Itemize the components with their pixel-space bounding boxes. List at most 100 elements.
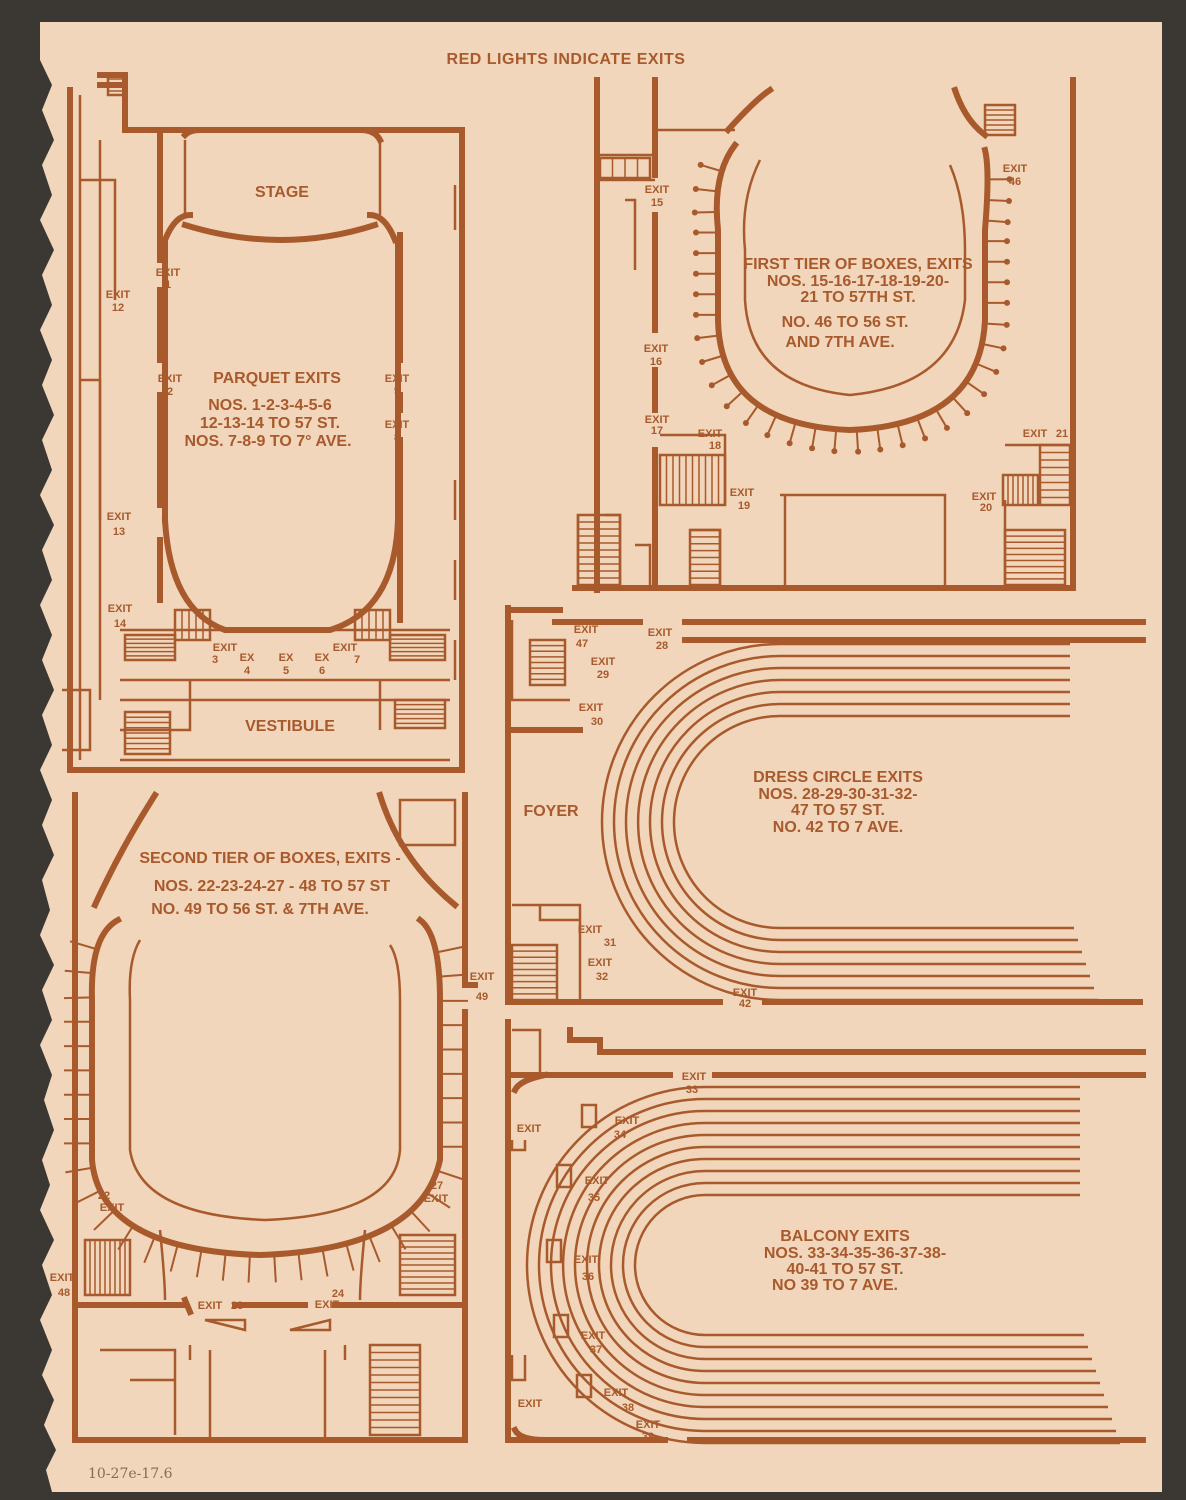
exit-number: 8 <box>394 432 400 444</box>
exit-label: EXIT <box>156 267 181 279</box>
stair-outline <box>510 943 559 1002</box>
seating-row <box>609 1169 1092 1361</box>
seating-row <box>561 1121 1108 1409</box>
box-partition <box>273 1254 277 1283</box>
exit-number: 21 <box>1056 428 1068 440</box>
exit-number: 6 <box>319 665 325 677</box>
exit-label: EXIT <box>315 1299 340 1311</box>
exit-label: EXIT <box>333 642 358 654</box>
exit-label: EXIT <box>470 971 495 983</box>
box-seat-marker <box>693 250 699 257</box>
balcony-line-1: NOS. 33-34-35-36-37-38- <box>764 1245 946 1262</box>
box-partition <box>390 1224 407 1250</box>
exit-label: EXIT <box>581 1330 606 1342</box>
exit-number: 17 <box>651 425 663 437</box>
box-seat-marker <box>694 335 701 342</box>
seating-row <box>585 1145 1100 1385</box>
stair-outline <box>106 73 128 97</box>
box-partition <box>69 940 98 951</box>
box-seat-marker <box>1006 176 1013 183</box>
exit-label: EX <box>315 652 330 664</box>
exit-number: 32 <box>596 971 608 983</box>
exit-number: 39 <box>642 1431 654 1443</box>
dress-circle-line-3: NO. 42 TO 7 AVE. <box>773 819 903 836</box>
seating-row <box>660 702 1078 942</box>
exit-number: 14 <box>114 618 127 630</box>
box-seat-marker <box>723 403 730 410</box>
seating-row <box>612 654 1094 990</box>
first-tier-title: FIRST TIER OF BOXES, EXITS <box>743 256 973 273</box>
balcony-plan: BALCONY EXITS NOS. 33-34-35-36-37-38- 40… <box>505 1019 1146 1445</box>
exit-number: 7 <box>354 654 360 666</box>
box-seat-marker <box>1004 219 1011 226</box>
seating-row <box>549 1109 1112 1421</box>
parquet-line-3: NOS. 7-8-9 TO 7° AVE. <box>184 433 351 450</box>
box-partition <box>345 1243 355 1271</box>
box-seat-marker <box>697 161 704 168</box>
exit-number: 46 <box>1009 176 1021 188</box>
exit-label: EXIT <box>518 1398 543 1410</box>
box-partition <box>833 429 838 452</box>
stair-outline <box>173 608 212 642</box>
box-partition <box>700 163 723 173</box>
box-seat-marker <box>809 445 816 452</box>
box-seat-marker <box>1003 321 1010 328</box>
parquet-line-1: NOS. 1-2-3-4-5-6 <box>208 397 332 414</box>
seating-row <box>573 1133 1104 1397</box>
balcony-line-2: 40-41 TO 57 ST. <box>786 1261 903 1278</box>
exit-label: EXIT <box>385 419 410 431</box>
exit-number: 9 <box>394 385 400 397</box>
exit-label: EXIT <box>1023 428 1048 440</box>
box-partition <box>65 1166 94 1174</box>
seating-row <box>525 1085 1120 1445</box>
stair-hatching <box>83 1233 457 1437</box>
box-seat-marker <box>964 410 971 417</box>
exit-label: EXIT <box>585 1175 610 1187</box>
exit-label: EXIT <box>591 656 616 668</box>
exit-number: 36 <box>582 1271 594 1283</box>
seating-row <box>624 666 1090 978</box>
exit-number: 5 <box>283 665 289 677</box>
exit-number: 22 <box>98 1190 110 1202</box>
box-partition <box>368 1235 381 1263</box>
exit-number: 28 <box>656 640 668 652</box>
exit-label: EXIT <box>100 1202 125 1214</box>
exit-number: 35 <box>588 1192 600 1204</box>
box-seat-marker <box>831 448 838 455</box>
stair-hatching <box>106 73 447 756</box>
exit-label: EXIT <box>644 343 669 355</box>
exit-label: EXIT <box>579 702 604 714</box>
box-seat-marker <box>691 209 698 216</box>
balcony-line-3: NO 39 TO 7 AVE. <box>772 1277 898 1294</box>
exit-number: 19 <box>738 500 750 512</box>
balcony-title: BALCONY EXITS <box>780 1228 910 1245</box>
exit-number: 15 <box>651 197 663 209</box>
box-partition <box>975 362 997 373</box>
exit-label: EXIT <box>645 414 670 426</box>
stair-hatching <box>510 638 567 1002</box>
box-partitions <box>63 940 469 1283</box>
balcony-corner <box>510 1071 549 1444</box>
stair-outline <box>1003 528 1067 587</box>
box-seat-marker <box>692 186 699 193</box>
box-seat-marker <box>877 446 884 453</box>
balcony-box <box>552 1313 570 1339</box>
box-partition <box>788 421 797 444</box>
dress-circle-line-2: 47 TO 57 ST. <box>791 802 885 819</box>
exit-number: 33 <box>686 1084 698 1096</box>
stair-hatching <box>576 103 1072 587</box>
foyer-label: FOYER <box>523 803 579 820</box>
parquet-line-2: 12-13-14 TO 57 ST. <box>200 415 340 432</box>
first-tier-line-3: NO. 46 TO 56 ST. <box>782 314 909 331</box>
exit-number: 31 <box>604 937 616 949</box>
box-partition <box>711 373 732 387</box>
exit-label: EXIT <box>108 603 133 615</box>
exit-number: 18 <box>709 440 721 452</box>
exit-number: 47 <box>576 638 588 650</box>
seating-rows <box>510 1071 1120 1445</box>
exit-number: 3 <box>212 654 218 666</box>
exit-label: EXIT <box>588 957 613 969</box>
exit-number: 38 <box>622 1402 634 1414</box>
box-partition <box>981 342 1004 350</box>
box-seat-marker <box>708 382 715 389</box>
